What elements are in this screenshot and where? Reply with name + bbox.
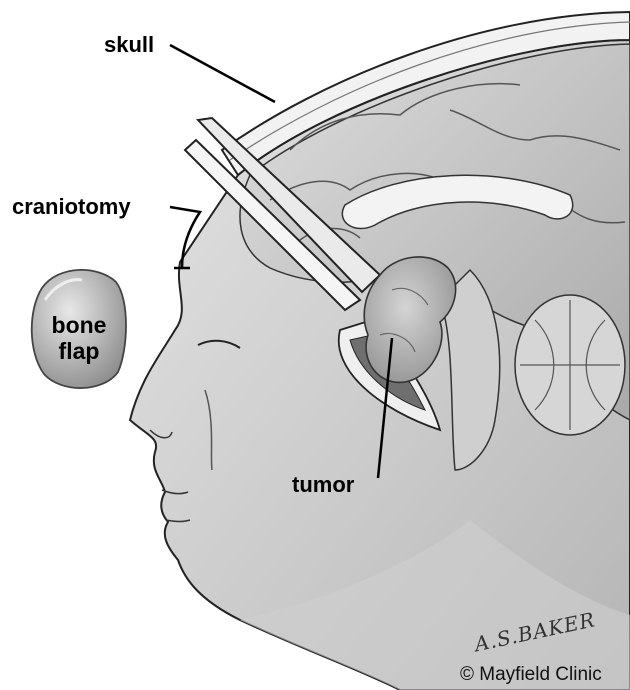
- skull-label: skull: [104, 32, 154, 57]
- skull-leader-line: [170, 45, 275, 102]
- craniotomy-label: craniotomy: [12, 194, 131, 219]
- cerebellum: [515, 295, 625, 435]
- bone-flap: bone flap: [32, 270, 126, 388]
- bone-flap-label-line2: flap: [59, 338, 100, 364]
- copyright-credit: © Mayfield Clinic: [460, 664, 602, 685]
- bone-flap-label-line1: bone: [52, 312, 107, 338]
- tumor-label: tumor: [292, 472, 355, 497]
